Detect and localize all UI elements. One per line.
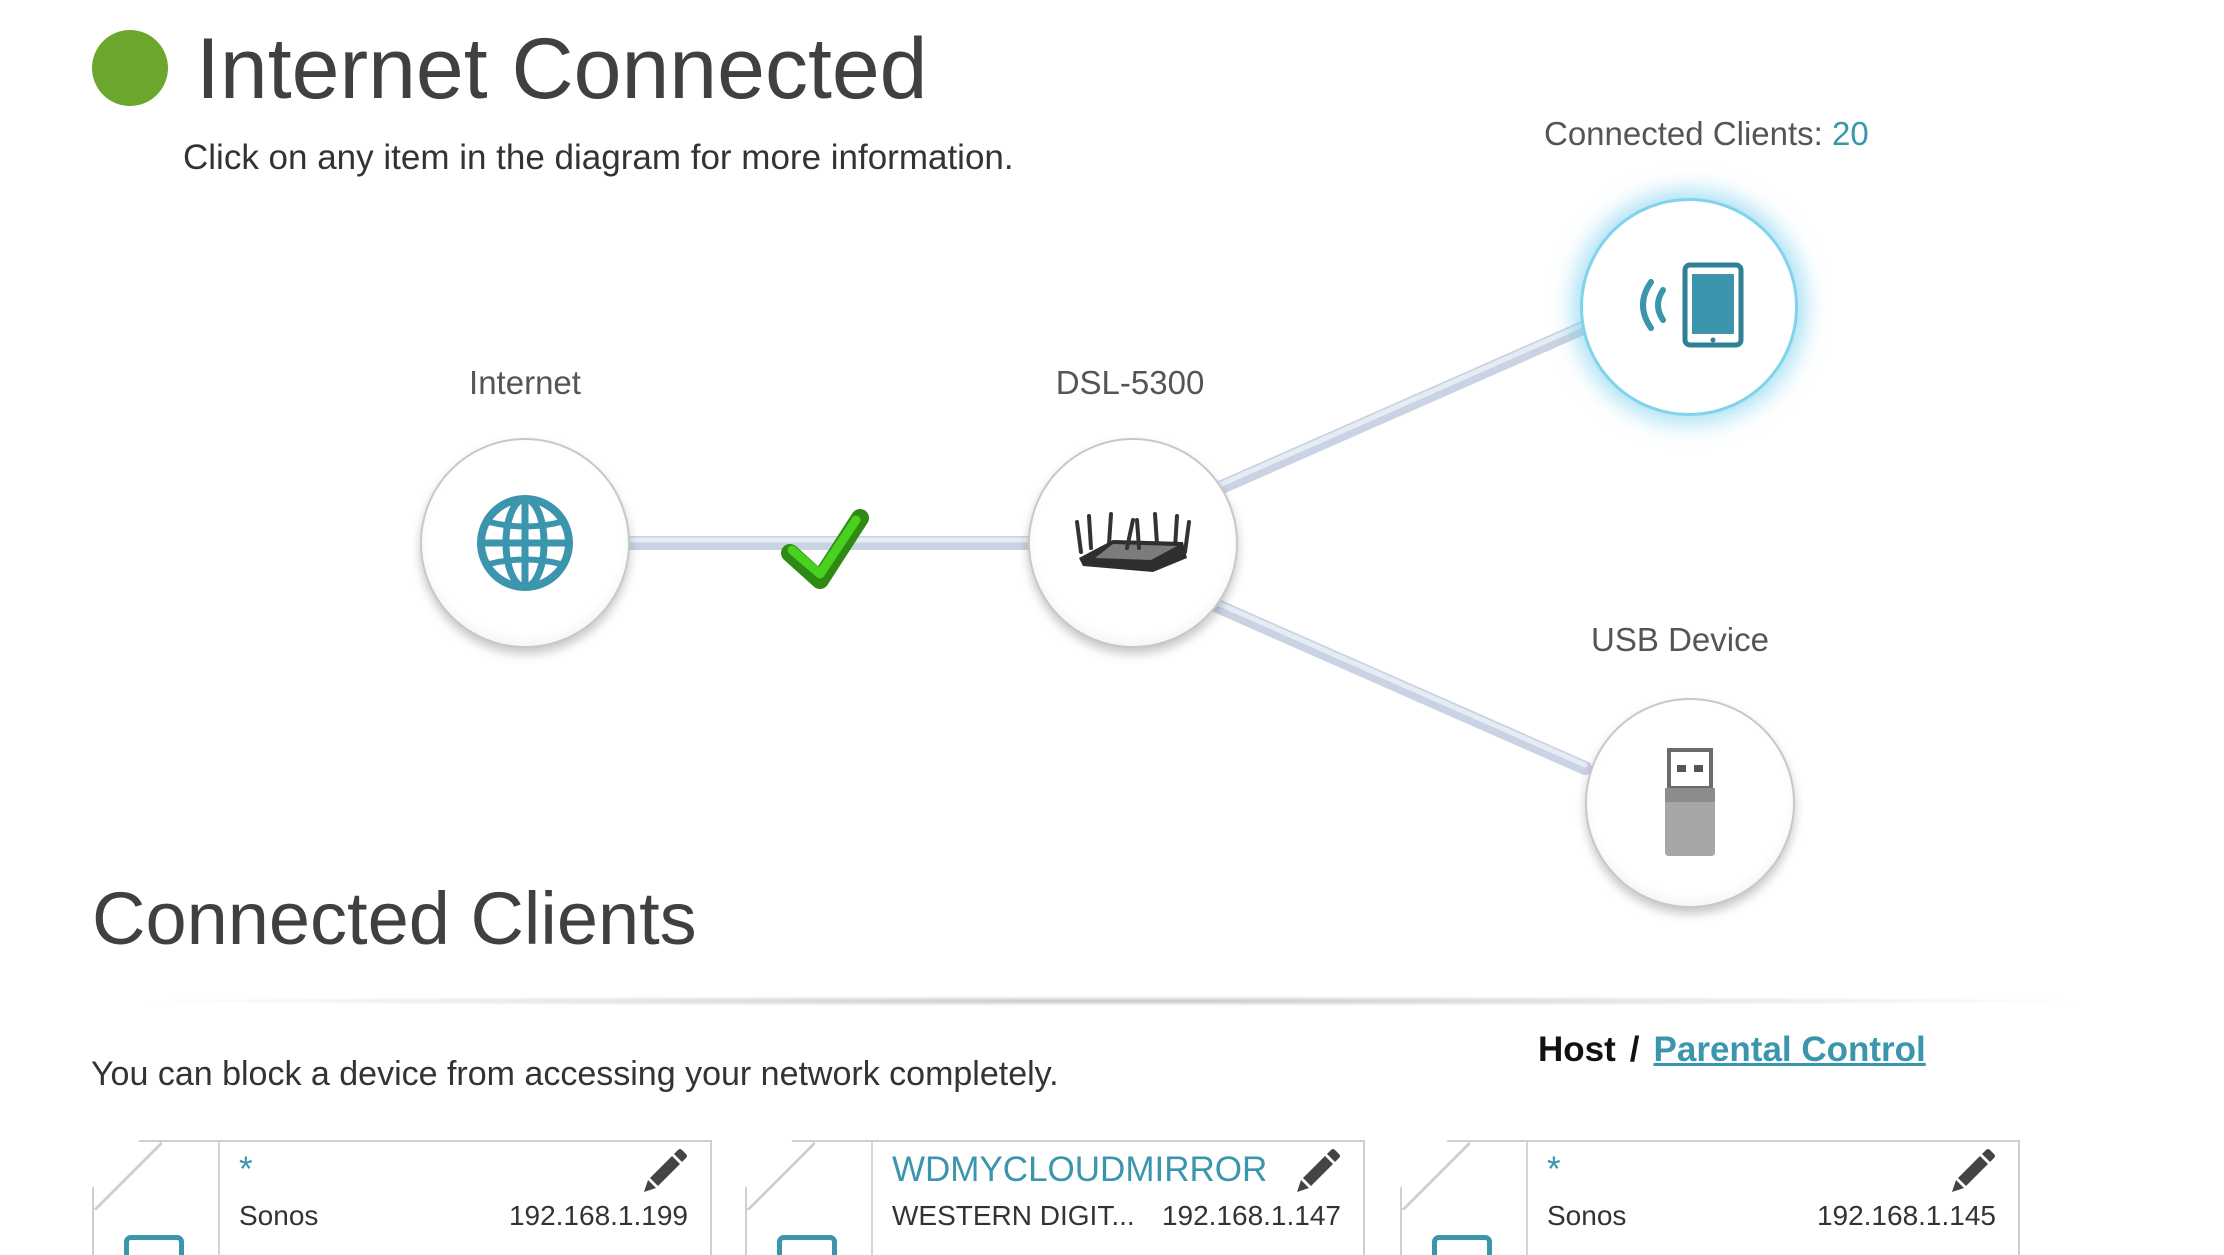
client-card[interactable]: * Sonos 192.168.1.199	[92, 1140, 712, 1255]
parental-control-link[interactable]: Parental Control	[1653, 1030, 1926, 1069]
device-icon	[777, 1235, 837, 1255]
section-divider	[150, 996, 2080, 1006]
connected-clients-node[interactable]	[1580, 198, 1798, 416]
status-indicator	[92, 30, 168, 106]
block-device-hint: You can block a device from accessing yo…	[91, 1055, 1059, 1093]
edit-pencil-icon[interactable]	[640, 1146, 688, 1194]
client-vendor: WESTERN DIGIT...	[892, 1200, 1135, 1231]
connected-clients-label: Connected Clients: 20	[1544, 115, 1869, 153]
connected-clients-count: 20	[1832, 115, 1869, 152]
router-label: DSL-5300	[1055, 364, 1205, 401]
view-switch: Host / Parental Control	[1538, 1030, 1926, 1070]
client-vendor: Sonos	[239, 1200, 319, 1231]
client-name: *	[239, 1150, 253, 1189]
device-icon	[1432, 1235, 1492, 1255]
card-divider	[1526, 1142, 1528, 1255]
page-title: Internet Connected	[196, 21, 928, 117]
host-view-label: Host	[1538, 1030, 1616, 1069]
connection-lines	[613, 320, 1592, 775]
usb-drive-icon	[1665, 748, 1715, 856]
edit-pencil-icon[interactable]	[1293, 1146, 1341, 1194]
internet-label: Internet	[469, 364, 581, 401]
router-usb-link-highlight	[1212, 599, 1588, 768]
client-name: *	[1547, 1150, 1561, 1189]
device-icon	[124, 1235, 184, 1255]
card-corner	[1402, 1142, 1470, 1210]
globe-icon	[477, 495, 573, 591]
view-separator: /	[1629, 1030, 1640, 1069]
network-diagram: Internet DSL-5300 Connected Clients: 20 …	[420, 115, 1869, 908]
wireless-tablet-icon	[1640, 262, 1744, 348]
card-divider	[871, 1142, 873, 1255]
connected-clients-title: Connected Clients	[92, 877, 697, 960]
edit-pencil-icon[interactable]	[1948, 1146, 1996, 1194]
client-ip: 192.168.1.199	[508, 1200, 688, 1231]
client-card[interactable]: WDMYCLOUDMIRROR WESTERN DIGIT... 192.168…	[745, 1140, 1365, 1255]
connected-clients-prefix: Connected Clients:	[1544, 115, 1832, 152]
card-corner	[94, 1142, 162, 1210]
card-divider	[218, 1142, 220, 1255]
internet-node[interactable]	[420, 438, 630, 648]
diagram-instruction: Click on any item in the diagram for mor…	[183, 138, 1014, 177]
client-ip: 192.168.1.147	[1161, 1200, 1341, 1231]
client-ip: 192.168.1.145	[1816, 1200, 1996, 1231]
checkmark-icon	[781, 509, 869, 589]
usb-device-label: USB Device	[1591, 621, 1769, 658]
router-clients-link-highlight	[1212, 321, 1588, 490]
client-card[interactable]: * Sonos 192.168.1.145	[1400, 1140, 2020, 1255]
router-usb-link	[1208, 598, 1592, 775]
router-icon	[1075, 512, 1191, 572]
client-name: WDMYCLOUDMIRROR	[892, 1150, 1268, 1189]
client-vendor: Sonos	[1547, 1200, 1627, 1231]
usb-device-node[interactable]	[1585, 698, 1795, 908]
card-corner	[747, 1142, 815, 1210]
router-clients-link	[1208, 320, 1592, 497]
router-node[interactable]	[1028, 438, 1238, 648]
